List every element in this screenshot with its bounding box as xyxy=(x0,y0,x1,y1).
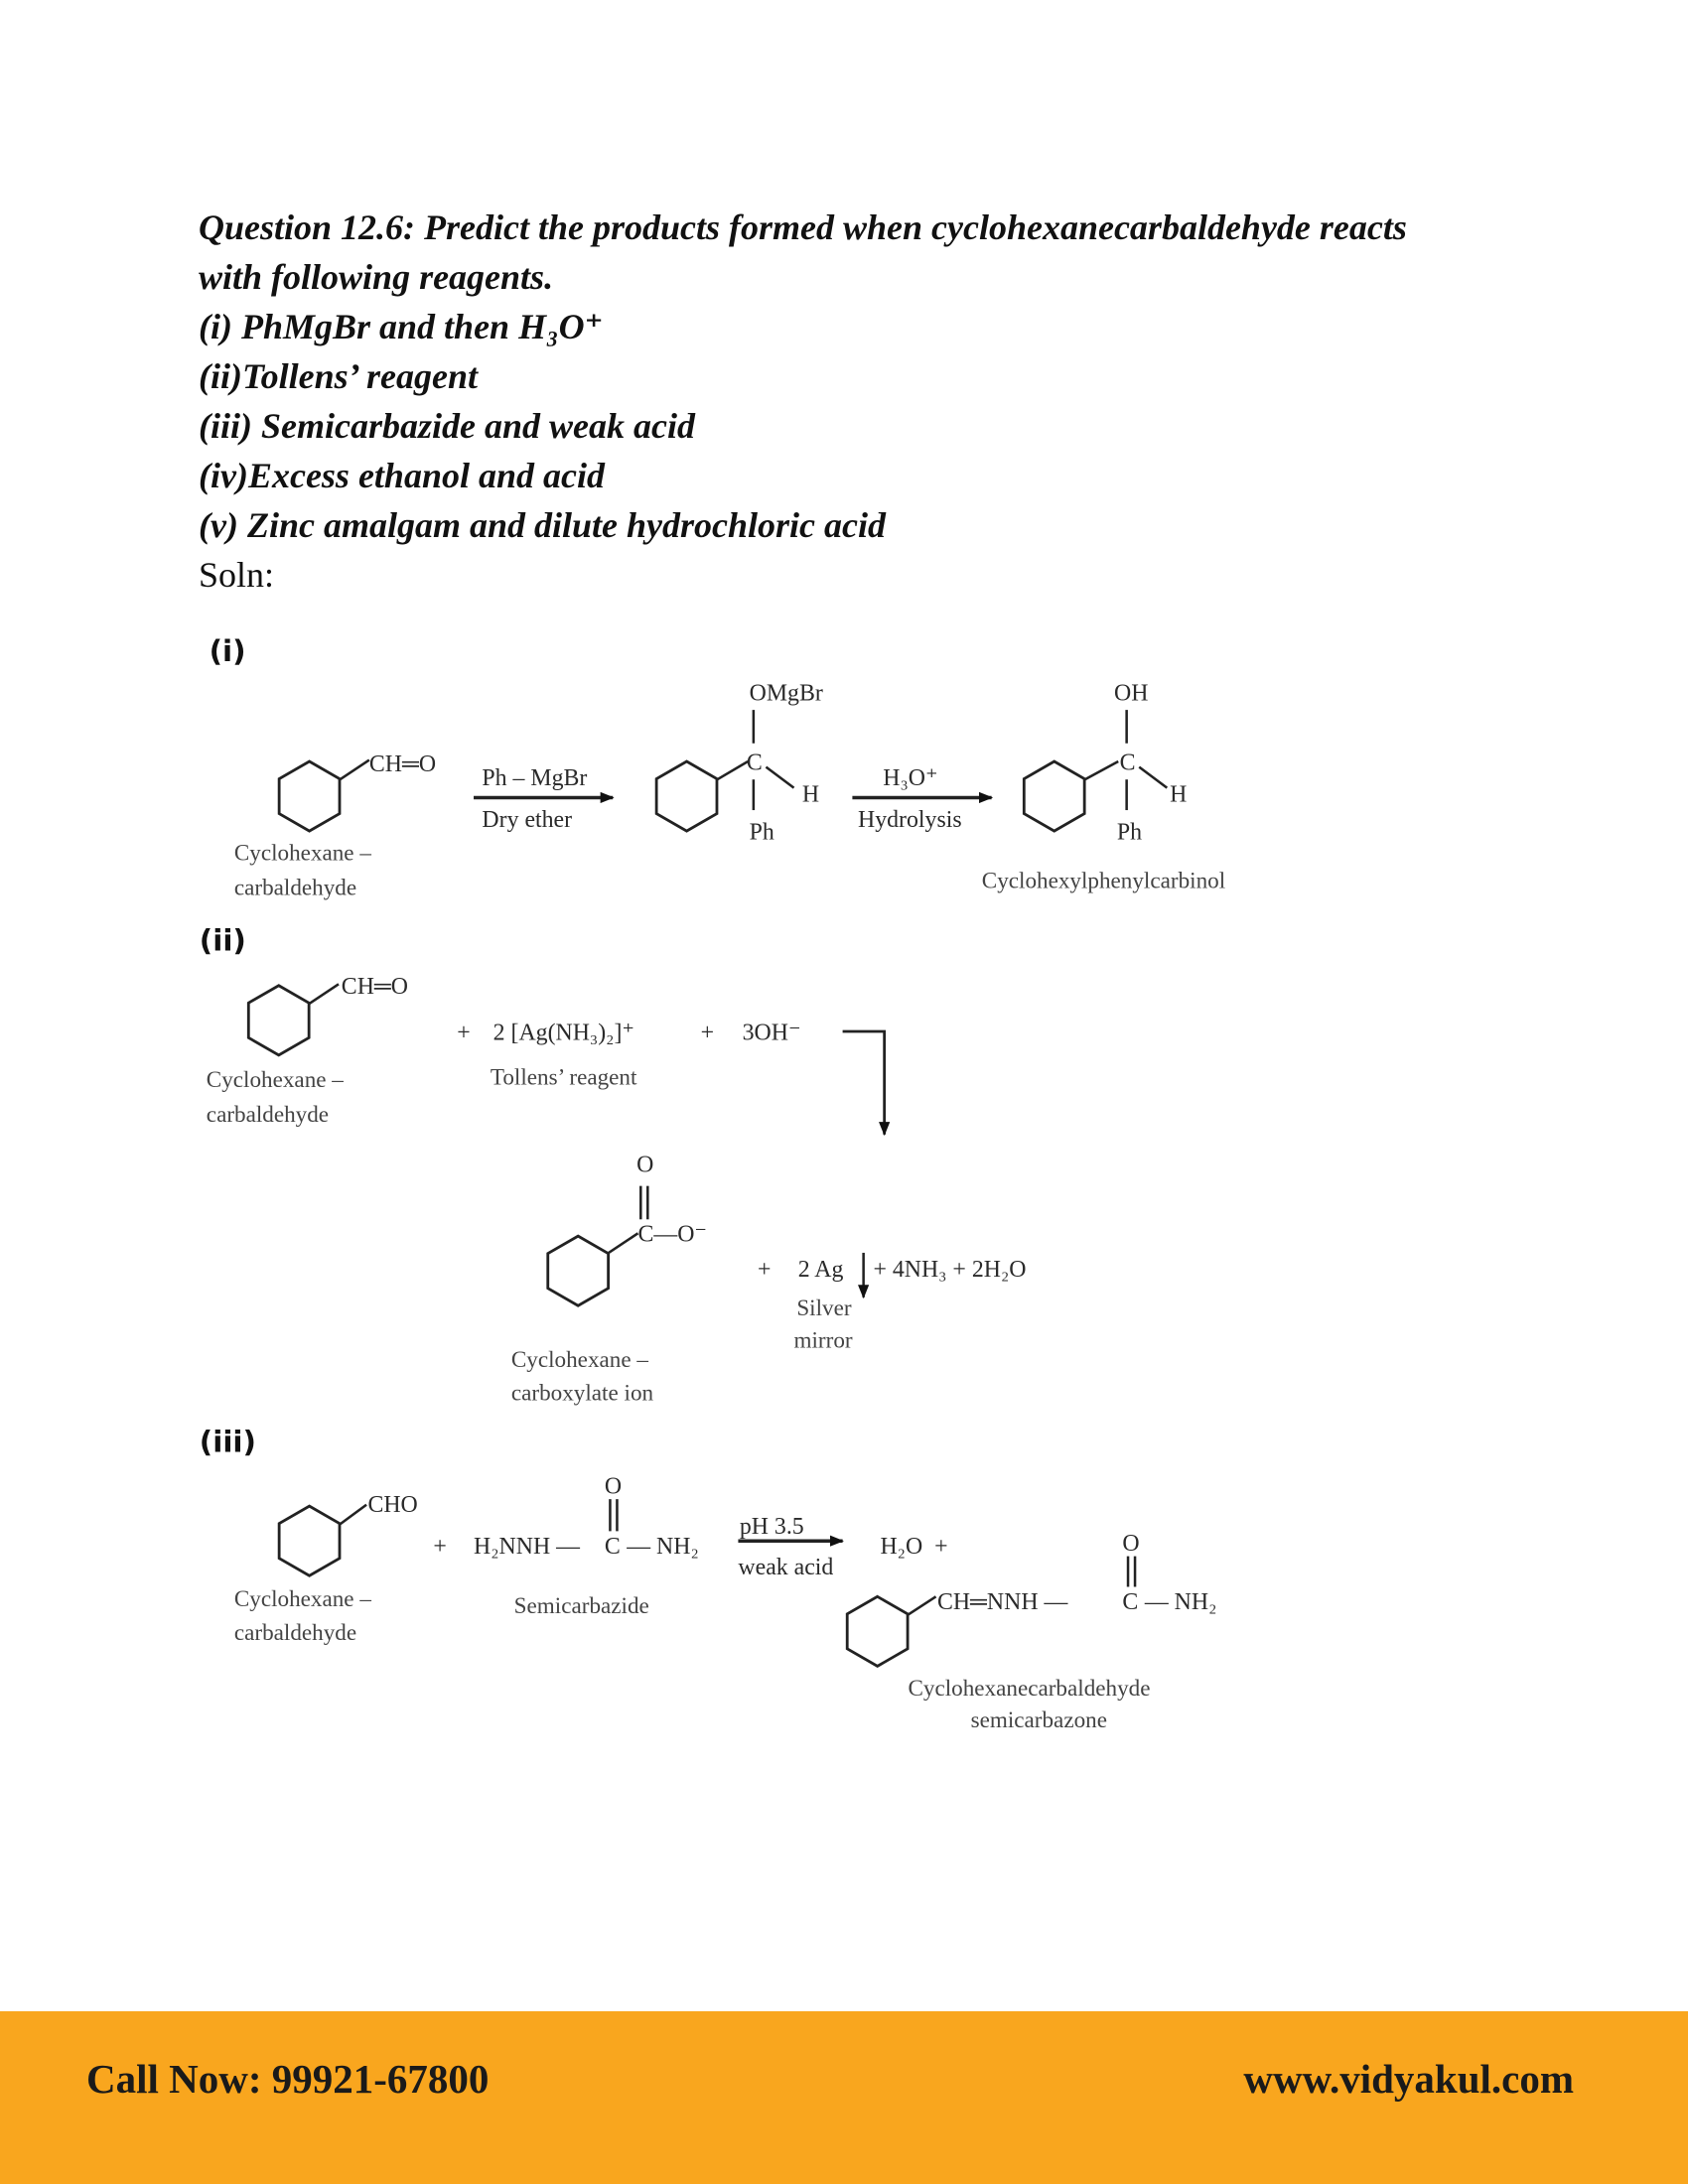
cyclohexane-ring xyxy=(546,1234,611,1307)
byproducts: + 4NH₃ + 2H₂O xyxy=(873,1257,1026,1283)
question-title-line1: Question 12.6: Predict the products form… xyxy=(199,207,1407,247)
phenyl: Ph xyxy=(1117,820,1142,846)
product-name: Cyclohexanecarbaldehyde xyxy=(908,1676,1150,1702)
carbon: C xyxy=(605,1534,621,1560)
oxygen: O xyxy=(1122,1531,1139,1557)
product-left: CH═NNH — xyxy=(937,1589,1068,1615)
cyclohexane-ring xyxy=(845,1594,910,1669)
bond xyxy=(765,765,795,789)
reactant-name: Cyclohexane – xyxy=(234,1586,371,1612)
carbon: C xyxy=(1122,1589,1138,1615)
product-group: C—O⁻ xyxy=(637,1222,707,1248)
part-ii-label: (ii) xyxy=(200,924,246,958)
bond xyxy=(907,1595,937,1616)
cyclohexane-ring xyxy=(654,759,719,833)
reactant-group: CH═O xyxy=(342,974,408,1000)
plus: + xyxy=(701,1020,714,1045)
carbon: C xyxy=(1120,750,1136,775)
silver-label: Silver xyxy=(796,1296,852,1321)
phenyl: Ph xyxy=(750,820,774,846)
bond xyxy=(308,983,340,1006)
cyclohexane-ring xyxy=(277,759,342,833)
part-iii-label: (iii) xyxy=(200,1425,256,1458)
cyclohexane-ring xyxy=(1022,759,1086,833)
oxygen: O xyxy=(605,1474,622,1500)
water: H₂O + xyxy=(880,1534,947,1560)
reactant-name: carbaldehyde xyxy=(207,1102,329,1128)
question-item-v: (v) Zinc amalgam and dilute hydrochloric… xyxy=(199,505,886,545)
product-name: carboxylate ion xyxy=(511,1381,654,1407)
footer-bar: Call Now: 99921-67800 www.vidyakul.com xyxy=(0,2011,1688,2184)
semicarbazide-right: — NH₂ xyxy=(626,1534,699,1560)
reactant-name: Cyclohexane – xyxy=(234,841,371,867)
plus: + xyxy=(758,1257,771,1283)
question-item-i: (i) PhMgBr and then H₃O⁺ xyxy=(199,307,604,346)
hydroxide: 3OH⁻ xyxy=(743,1020,801,1045)
carbon: C xyxy=(747,750,763,775)
product-name: Cyclohexane – xyxy=(511,1347,648,1373)
product-right: — NH₂ xyxy=(1144,1589,1217,1615)
bond xyxy=(1138,765,1169,789)
bond xyxy=(1083,759,1119,781)
question-item-ii: (ii)Tollens’ reagent xyxy=(199,356,478,396)
cyclohexane-ring xyxy=(246,984,311,1057)
intermediate-group: OMgBr xyxy=(750,680,823,706)
bond xyxy=(339,1503,367,1526)
cyclohexane-ring xyxy=(277,1504,342,1577)
arrow-condition: Dry ether xyxy=(482,807,572,833)
website-link[interactable]: www.vidyakul.com xyxy=(1243,2056,1574,2102)
reactant-group: CHO xyxy=(367,1492,417,1518)
arrow-reagent: H₃O⁺ xyxy=(883,765,937,791)
plus: + xyxy=(433,1534,446,1560)
silver: 2 Ag xyxy=(798,1257,844,1283)
bond xyxy=(716,759,749,781)
hydrogen: H xyxy=(1170,782,1187,808)
product-name: Cyclohexylphenylcarbinol xyxy=(982,869,1225,894)
semicarbazide-left: H₂NNH — xyxy=(474,1534,580,1560)
product-name: semicarbazone xyxy=(971,1707,1107,1733)
arrow-reagent: Ph – MgBr xyxy=(482,765,587,791)
call-now: Call Now: 99921-67800 xyxy=(86,2056,490,2102)
silver-label: mirror xyxy=(794,1327,853,1353)
product-group: OH xyxy=(1114,680,1148,706)
question-item-iv: (iv)Excess ethanol and acid xyxy=(199,456,605,495)
reagent-name: Semicarbazide xyxy=(514,1593,649,1619)
arrow-condition: Hydrolysis xyxy=(858,807,962,833)
tollens-formula: 2 [Ag(NH₃)₂]⁺ xyxy=(493,1020,634,1045)
hydrogen: H xyxy=(802,782,819,808)
arrow-condition: weak acid xyxy=(738,1555,833,1580)
part-i-label: (i) xyxy=(210,634,246,668)
oxygen: O xyxy=(636,1153,653,1178)
reaction-arrow xyxy=(842,1029,891,1137)
soln-label: Soln: xyxy=(199,555,275,595)
arrow-condition: pH 3.5 xyxy=(740,1514,804,1540)
reactant-name: Cyclohexane – xyxy=(207,1067,344,1093)
reactant-name: carbaldehyde xyxy=(234,876,356,901)
plus: + xyxy=(457,1020,470,1045)
bond xyxy=(339,758,370,781)
reactant-group: CH═O xyxy=(369,751,436,777)
reactant-name: carbaldehyde xyxy=(234,1620,356,1646)
bond xyxy=(608,1232,639,1255)
reagent-name: Tollens’ reagent xyxy=(491,1064,637,1090)
question-title-line2: with following reagents. xyxy=(199,257,554,297)
question-item-iii: (iii) Semicarbazide and weak acid xyxy=(199,406,695,446)
